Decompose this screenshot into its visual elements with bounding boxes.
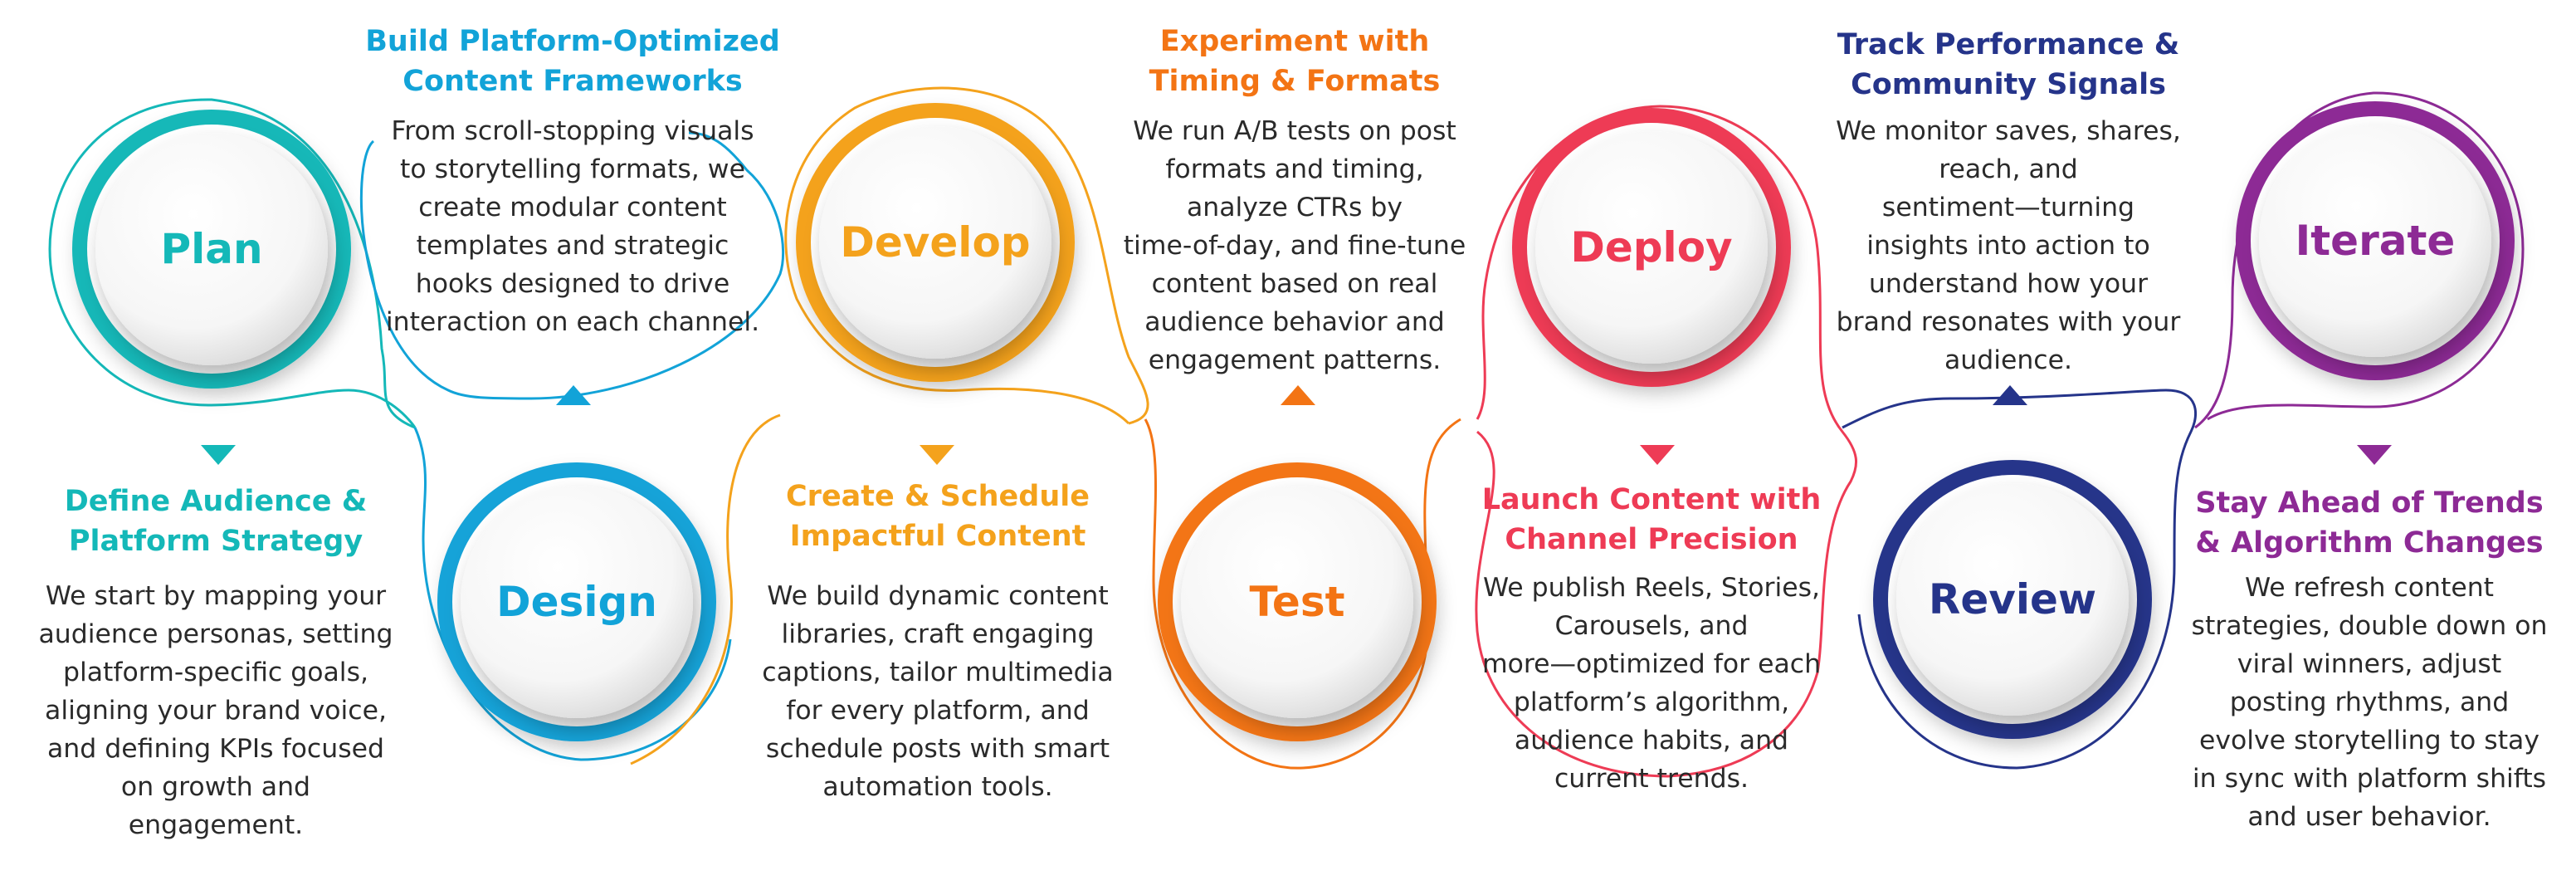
node-ball-develop: [819, 126, 1051, 359]
step-title-design-line-2: Content Frameworks: [402, 65, 743, 98]
step-desc-develop: We build dynamic content libraries, craf…: [762, 581, 1114, 802]
step-title-deploy-line-1: Launch Content with: [1481, 483, 1822, 516]
step-title-design: Build Platform-Optimized Content Framewo…: [349, 22, 797, 101]
marker-design: [556, 385, 591, 405]
node-iterate: Iterate: [2236, 101, 2515, 380]
step-title-plan-line-1: Define Audience &: [64, 485, 368, 518]
step-title-develop-line-1: Create & Schedule: [786, 480, 1090, 513]
node-label-iterate: Iterate: [2295, 217, 2456, 265]
node-label-deploy: Deploy: [1570, 223, 1732, 271]
step-title-deploy-line-2: Channel Precision: [1505, 523, 1798, 556]
step-desc-plan: We start by mapping your audience person…: [38, 581, 393, 840]
step-title-develop-line-2: Impactful Content: [789, 520, 1086, 553]
marker-deploy: [1640, 445, 1675, 465]
step-desc-review: We monitor saves, shares, reach, and sen…: [1836, 116, 2181, 375]
marker-plan: [201, 445, 236, 465]
node-review: Review: [1873, 460, 2152, 739]
node-test: Test: [1158, 462, 1437, 741]
step-title-iterate-line-1: Stay Ahead of Trends: [2195, 487, 2544, 520]
step-title-develop: Create & Schedule Impactful Content: [747, 477, 1129, 556]
step-title-test-line-2: Timing & Formats: [1149, 65, 1441, 98]
step-title-deploy: Launch Content with Channel Precision: [1461, 480, 1842, 560]
step-title-test: Experiment with Timing & Formats: [1104, 22, 1486, 101]
node-label-design: Design: [496, 578, 657, 626]
step-title-test-line-1: Experiment with: [1159, 25, 1430, 58]
node-ball-iterate: [2259, 125, 2491, 357]
node-develop: Develop: [796, 103, 1075, 382]
marker-review: [1993, 385, 2027, 405]
step-title-review-line-1: Track Performance &: [1837, 28, 2180, 61]
step-title-plan-line-2: Platform Strategy: [68, 525, 363, 558]
marker-develop: [920, 445, 954, 465]
step-title-design-line-1: Build Platform-Optimized: [365, 25, 780, 58]
node-label-develop: Develop: [840, 218, 1030, 266]
step-title-iterate-line-2: & Algorithm Changes: [2195, 526, 2544, 560]
node-ball-plan: [95, 133, 328, 365]
node-deploy: Deploy: [1512, 108, 1791, 387]
step-title-review-line-2: Community Signals: [1851, 68, 2166, 101]
marker-iterate: [2357, 445, 2392, 465]
node-label-review: Review: [1929, 575, 2096, 623]
node-label-test: Test: [1249, 578, 1344, 626]
node-design: Design: [437, 462, 716, 741]
outline-test: [1144, 418, 1461, 770]
step-desc-test: We run A/B tests on post formats and tim…: [1123, 116, 1466, 375]
step-desc-design: From scroll-stopping visuals to storytel…: [385, 116, 760, 337]
step-title-review: Track Performance & Community Signals: [1817, 25, 2199, 105]
marker-test: [1281, 385, 1315, 405]
outline-review: [1842, 389, 2197, 770]
step-title-iterate: Stay Ahead of Trends & Algorithm Changes: [2178, 483, 2560, 563]
node-ball-review: [1896, 483, 2129, 716]
step-desc-deploy: We publish Reels, Stories, Carousels, an…: [1481, 573, 1822, 794]
step-title-plan: Define Audience & Platform Strategy: [33, 482, 398, 561]
node-label-plan: Plan: [160, 225, 262, 273]
outline-develop: [630, 86, 1149, 765]
node-plan: Plan: [72, 110, 351, 389]
node-ball-test: [1181, 486, 1413, 718]
step-desc-iterate: We refresh content strategies, double do…: [2191, 573, 2548, 832]
node-ball-design: [461, 486, 693, 718]
node-ball-deploy: [1535, 131, 1768, 364]
outline-iterate: [2194, 91, 2525, 429]
